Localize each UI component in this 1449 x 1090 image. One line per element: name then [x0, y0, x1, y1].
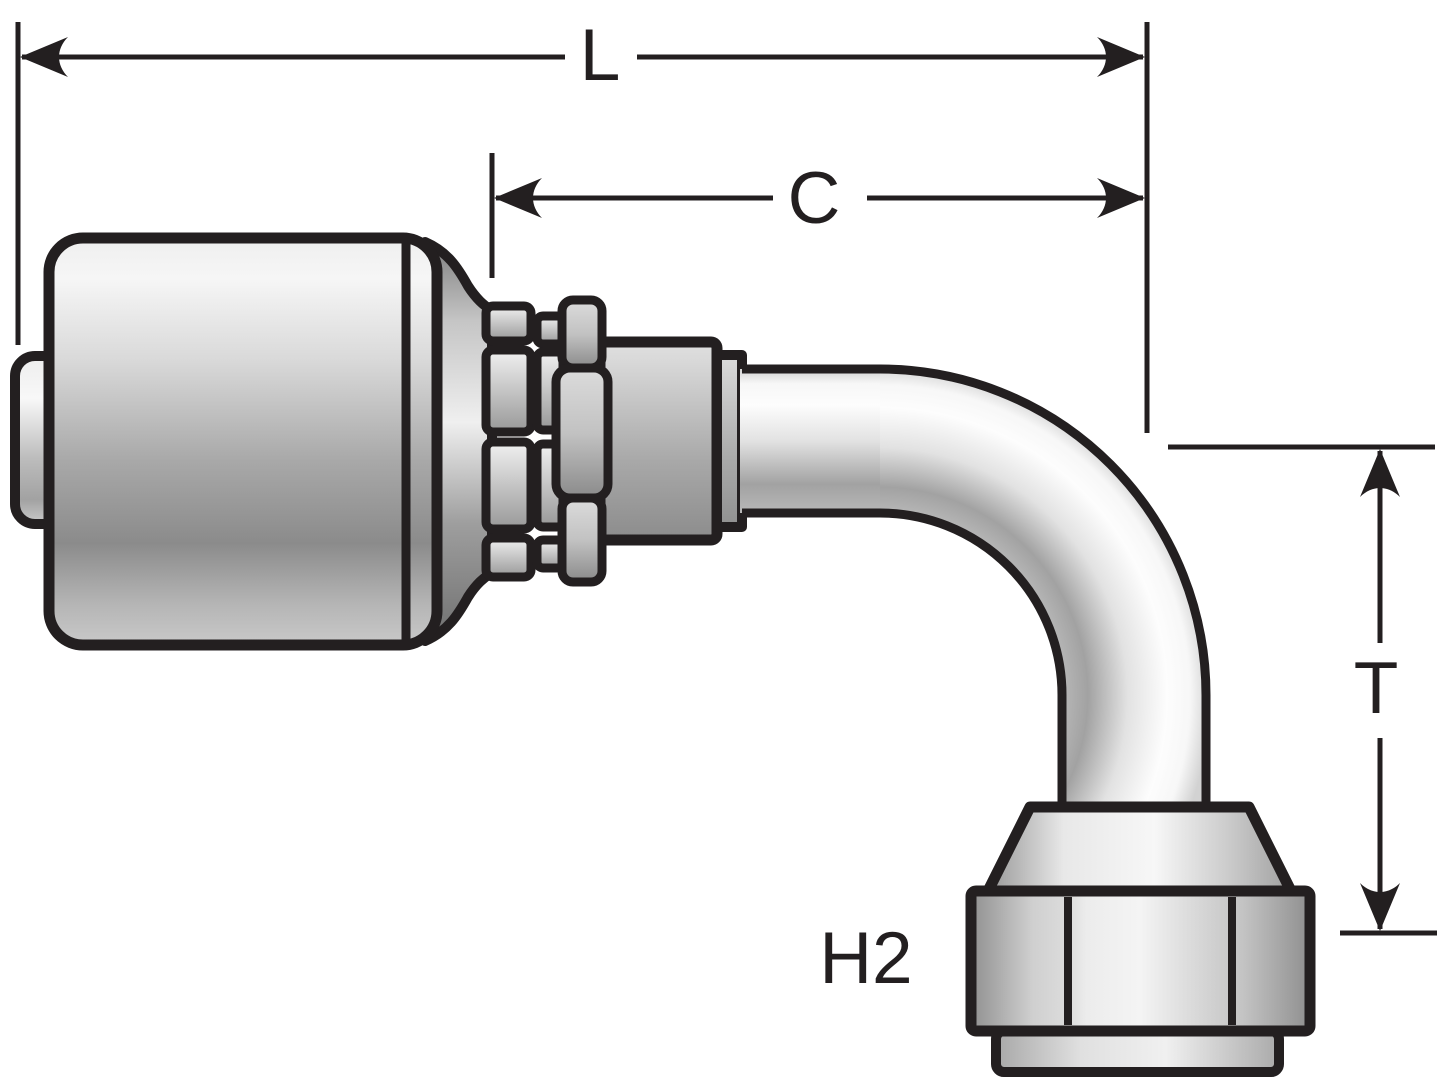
hex-nut — [965, 885, 1316, 1037]
tube-straight-fill — [740, 369, 881, 513]
fitting-body — [10, 232, 1316, 1077]
dim-T-arrow-up — [1360, 449, 1400, 497]
swivel-spool — [551, 295, 613, 587]
crimp-ferrule — [43, 232, 443, 651]
dim-C-arrow-left — [494, 178, 542, 218]
nut-shoulder — [982, 801, 1297, 897]
dim-T-arrow-down — [1360, 883, 1400, 931]
dim-L-arrow-left — [20, 37, 68, 77]
tube-elbow-outline — [742, 364, 1211, 812]
end-collar — [991, 1026, 1284, 1077]
dim-C-arrow-right — [1097, 178, 1145, 218]
hex-size-label: H2 — [819, 918, 912, 999]
dim-L-label: L — [580, 15, 621, 96]
dim-L-arrow-right — [1097, 37, 1145, 77]
dim-T-label: T — [1354, 648, 1399, 729]
nut-serrations-outer — [481, 301, 536, 582]
tube-collar — [594, 336, 723, 546]
dimension-L — [15, 22, 1145, 345]
dim-C-label: C — [788, 158, 841, 239]
dimension-T — [1168, 444, 1437, 936]
dimension-annotations — [15, 22, 1437, 936]
tube-bend-fill — [880, 369, 1206, 812]
hex-nut-facet-lines — [1064, 897, 1236, 1025]
tube-step-ring — [712, 350, 747, 532]
dimension-C — [489, 22, 1150, 433]
